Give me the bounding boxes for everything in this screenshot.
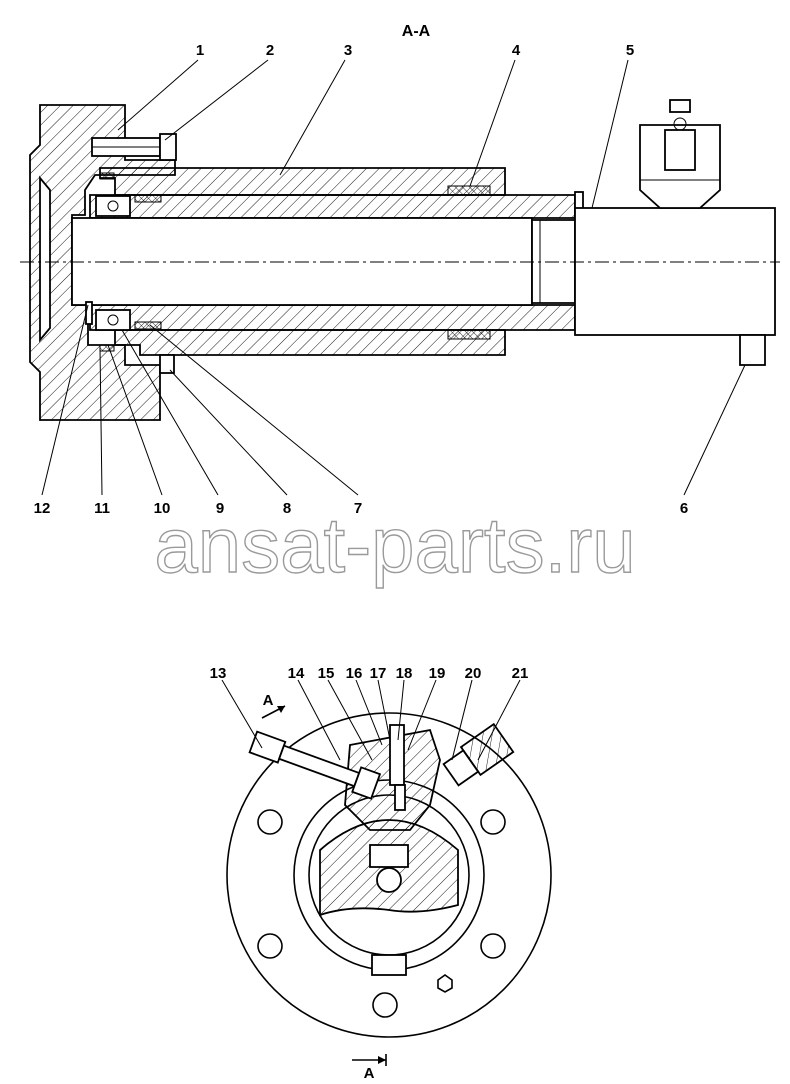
shaft-lower <box>89 304 576 331</box>
callout-19: 19 <box>429 665 446 682</box>
pin-8 <box>159 354 175 374</box>
section-letter-bottom: А <box>364 1065 375 1082</box>
callout-7: 7 <box>354 500 362 517</box>
drain-plug <box>739 334 766 366</box>
fitting-cap <box>669 99 691 113</box>
callout-18: 18 <box>396 665 413 682</box>
seal-7-upper <box>134 194 162 203</box>
valve-housing <box>574 207 776 336</box>
bolt-hole <box>372 992 398 1018</box>
callout-21: 21 <box>512 665 529 682</box>
callout-8: 8 <box>283 500 291 517</box>
bottom-notch <box>371 954 407 976</box>
callout-12: 12 <box>34 500 51 517</box>
bolt-hole <box>480 933 506 959</box>
bearing-lower <box>95 309 131 331</box>
seal-4-upper <box>447 185 491 196</box>
section-letter-top: А <box>263 692 274 709</box>
retaining-ring <box>85 301 93 325</box>
callout-20: 20 <box>465 665 482 682</box>
oring-upper <box>99 172 115 180</box>
nut-15 <box>351 766 382 800</box>
callout-15: 15 <box>318 665 335 682</box>
callout-11: 11 <box>94 500 110 517</box>
bearing-upper <box>95 195 131 217</box>
callout-10: 10 <box>154 500 171 517</box>
bolt-hole <box>257 933 283 959</box>
callout-16: 16 <box>346 665 363 682</box>
section-view-aa <box>20 99 780 421</box>
nut-icon <box>664 129 696 171</box>
section-arrow-icon <box>378 1056 386 1064</box>
callout-2: 2 <box>266 42 274 59</box>
outer-sleeve <box>99 167 506 196</box>
top-callouts: 1 2 3 4 5 6 7 8 9 10 11 12 <box>34 42 689 517</box>
oring-lower <box>99 344 115 352</box>
small-nut-icon <box>437 974 453 993</box>
callout-4: 4 <box>512 42 521 59</box>
bolt-hole <box>480 809 506 835</box>
section-arrow-icon <box>277 706 285 713</box>
outer-sleeve-lower <box>114 329 506 356</box>
key-slot <box>369 844 409 868</box>
watermark: ansat-parts.ru <box>154 501 635 589</box>
end-view <box>226 712 552 1038</box>
pipe-14 <box>278 744 361 788</box>
valve-stem <box>389 724 405 786</box>
callout-5: 5 <box>626 42 634 59</box>
callout-17: 17 <box>370 665 387 682</box>
callout-9: 9 <box>216 500 224 517</box>
callout-6: 6 <box>680 500 688 517</box>
shaft-upper <box>89 194 576 219</box>
bottom-leader-lines <box>221 679 521 761</box>
flange-recess <box>39 175 51 343</box>
flange-outer <box>226 712 552 1038</box>
callout-1: 1 <box>196 42 204 59</box>
callout-3: 3 <box>344 42 352 59</box>
oil-hole <box>376 867 402 893</box>
seal-7-lower <box>134 321 162 330</box>
callout-13: 13 <box>210 665 227 682</box>
seal-4-lower <box>447 329 491 340</box>
bolt-hole <box>257 809 283 835</box>
callout-14: 14 <box>288 665 305 682</box>
section-marker-top: А <box>261 692 286 719</box>
valve-plunger <box>394 784 406 811</box>
section-marker-bottom: А <box>352 1054 387 1082</box>
section-title: А-А <box>402 23 431 40</box>
fitting-21 <box>459 722 515 777</box>
top-leader-lines <box>41 59 746 496</box>
bottom-callouts: 13 14 15 16 17 18 19 20 21 <box>210 665 529 682</box>
